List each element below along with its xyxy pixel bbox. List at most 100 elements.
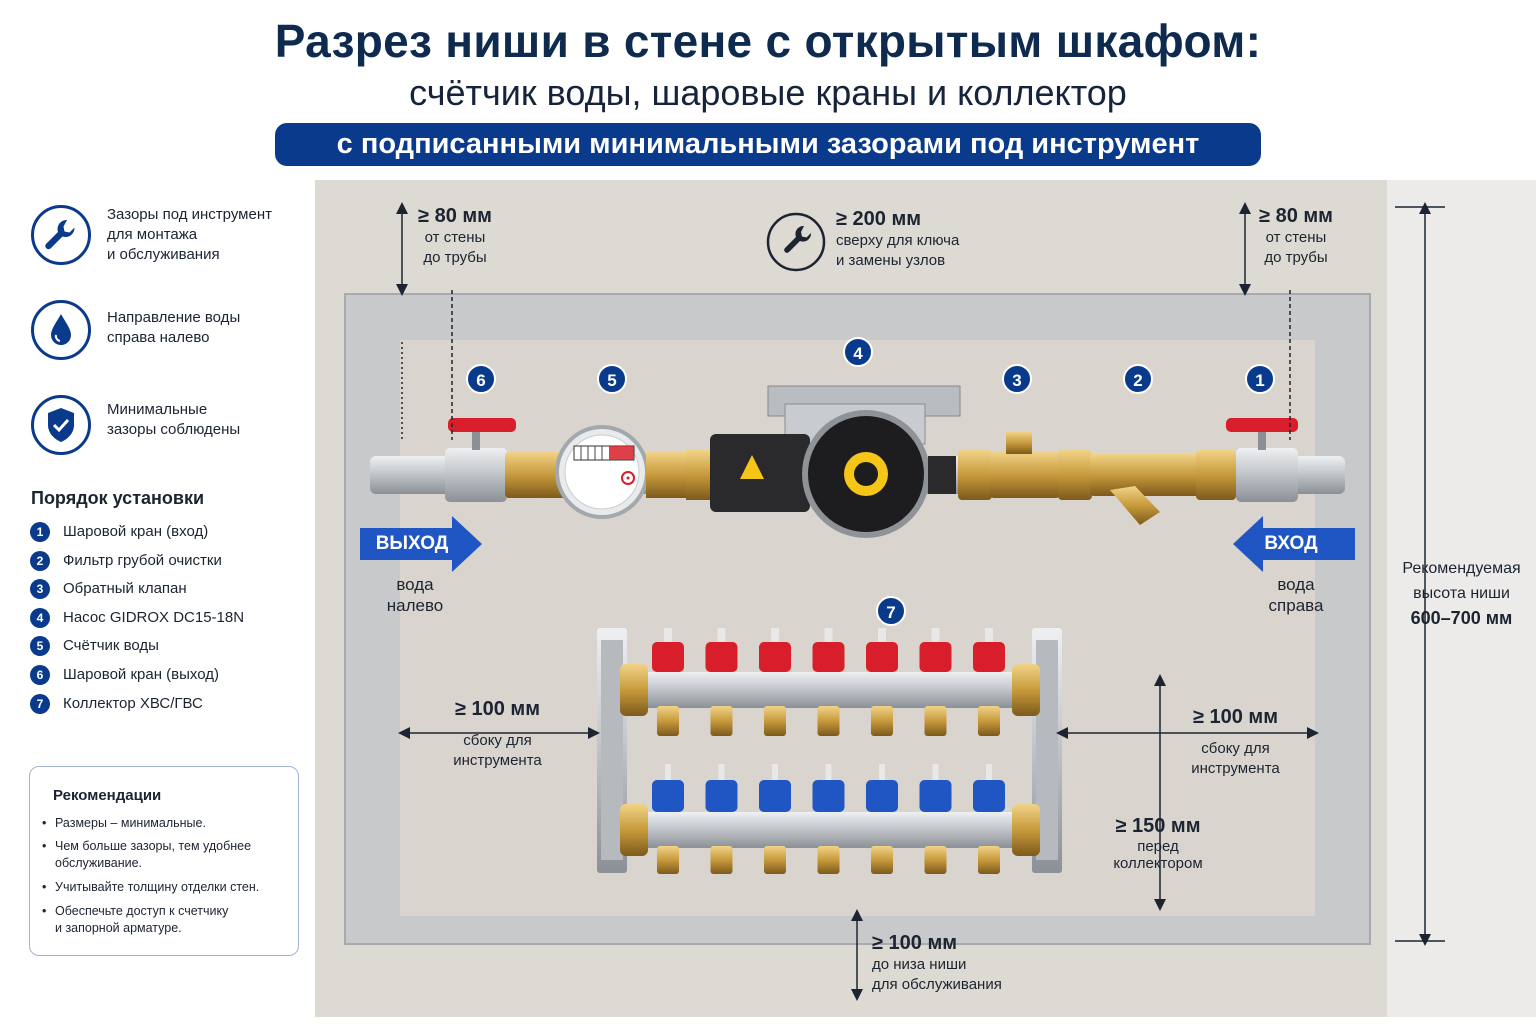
manifold-cold-bar — [620, 812, 1040, 848]
manifold-end-cap — [1012, 664, 1040, 716]
meter-digits — [580, 446, 603, 460]
valve-stem — [717, 628, 726, 644]
inlet-arrow-label: ВХОД — [1264, 533, 1318, 554]
valve-stem — [985, 628, 993, 644]
hot-valve-cap — [652, 642, 684, 672]
dim-text: сверху для ключа — [836, 232, 960, 249]
height-text-line: Рекомендуемая — [1402, 560, 1521, 577]
list-item: Чем больше зазоры, тем удобнееобслуживан… — [42, 838, 251, 872]
outlet-fitting — [764, 706, 786, 736]
recommendations-title: Рекомендации — [53, 787, 162, 804]
cold-valve-cap — [919, 780, 952, 812]
outlet-flow-text: вода налево — [375, 574, 455, 616]
manifold-bracket-left — [597, 628, 627, 873]
niche-height-label: Рекомендуемая высота ниши 600–700 мм — [1387, 556, 1536, 631]
step-label: Коллектор ХВС/ГВС — [63, 695, 203, 712]
dim-value: ≥ 100 мм — [872, 932, 958, 954]
dim-text: до трубы — [1264, 249, 1328, 266]
manifold-end-cap — [1012, 804, 1040, 856]
dim-text: сбоку для — [1201, 740, 1270, 757]
step-label: Фильтр грубой очистки — [63, 552, 222, 569]
cold-valve-cap — [866, 780, 898, 812]
hot-valve-cap — [759, 642, 791, 672]
inlet-flow-text: вода справа — [1256, 574, 1336, 616]
inlet-arrow — [1233, 516, 1355, 572]
dim-text: коллектором — [1113, 855, 1203, 872]
hot-valve-cap — [866, 642, 898, 672]
valve-stem — [718, 764, 725, 782]
legend-flow-line1: Направление воды — [107, 309, 241, 326]
hot-valve-cap — [919, 642, 952, 672]
callout-1: 1 — [1245, 364, 1275, 394]
outlet-fitting — [710, 706, 733, 736]
strainer-filter — [1090, 450, 1236, 525]
dim-label-top-right: ≥ 80 мм от стены до трубы — [1251, 204, 1341, 268]
step-number: 3 — [30, 579, 50, 599]
valve-stem — [931, 628, 940, 644]
cold-valve-cap — [973, 780, 1005, 812]
steps-title: Порядок установки — [31, 488, 205, 508]
ball-valve-outlet — [445, 418, 545, 502]
water-meter — [542, 425, 686, 519]
page-title: Разрез ниши в стене с открытым шкафом: — [274, 15, 1262, 67]
flow-text-line: вода — [396, 575, 434, 594]
callout-3: 3 — [1002, 364, 1032, 394]
rec-line: Размеры – минимальные. — [55, 816, 206, 830]
legend-clearance-line1: Минимальные — [107, 401, 208, 418]
valve-stem — [772, 764, 778, 782]
dim-text: и замены узлов — [836, 252, 946, 269]
callout-7: 7 — [876, 596, 906, 626]
dim-text: инструмента — [453, 752, 542, 769]
rec-line: Обеспечьте доступ к счетчику — [55, 904, 229, 918]
outlet-fitting — [657, 846, 679, 874]
outlet-fitting — [871, 846, 893, 874]
step-label: Насос GIDROX DC15-18N — [63, 609, 245, 626]
manifold-outlets — [652, 628, 1005, 874]
outlet-fitting — [817, 846, 840, 874]
valve-stem — [879, 764, 885, 782]
valve-stem — [664, 628, 672, 644]
height-text-line: высота ниши — [1413, 585, 1510, 602]
dim-label-bottom: ≥ 100 мм до низа ниши для обслуживания — [872, 931, 1002, 995]
manifold-end-cap — [620, 804, 648, 856]
hot-valve-cap — [812, 642, 845, 672]
manifold-end-cap — [620, 664, 648, 716]
outlet-fitting — [978, 706, 1000, 736]
callout-6: 6 — [466, 364, 496, 394]
legend-clearance-line2: зазоры соблюдены — [107, 421, 241, 438]
list-item: Учитывайте толщину отделки стен. — [42, 879, 259, 896]
rec-line: Учитывайте толщину отделки стен. — [55, 880, 260, 894]
step-number: 5 — [30, 636, 50, 656]
cold-valve-cap — [705, 780, 738, 812]
ball-valve-inlet — [1226, 418, 1298, 502]
list-item: Размеры – минимальные. — [42, 815, 206, 832]
outlet-fitting — [764, 846, 786, 874]
outlet-fitting — [710, 846, 733, 874]
callout-5: 5 — [597, 364, 627, 394]
step-number: 6 — [30, 665, 50, 685]
dim-text: сбоку для — [463, 732, 532, 749]
cold-valve-cap — [759, 780, 791, 812]
valve-stem — [825, 764, 832, 782]
water-drop-icon — [31, 300, 91, 360]
page-subtitle: счётчик воды, шаровые краны и коллектор — [409, 72, 1127, 113]
callout-2: 2 — [1123, 364, 1153, 394]
dim-value: ≥ 80 мм — [418, 205, 492, 227]
dim-text: до трубы — [423, 249, 487, 266]
outlet-fitting — [924, 846, 947, 874]
dim-text: для обслуживания — [872, 976, 1002, 993]
flow-text-line: справа — [1268, 596, 1324, 615]
legend-tools-line2: для монтажа — [107, 226, 198, 243]
legend-tools-line3: и обслуживания — [107, 246, 220, 263]
dim-value: ≥ 100 мм — [1192, 706, 1279, 728]
outlet-arrow — [360, 516, 482, 572]
outlet-fitting — [924, 706, 947, 736]
manifold-hot-bar — [620, 672, 1040, 708]
step-number: 7 — [30, 694, 50, 714]
legend-tools-line1: Зазоры под инструмент — [107, 206, 272, 223]
dim-value: ≥ 80 мм — [1259, 205, 1333, 227]
flow-text-line: вода — [1277, 575, 1315, 594]
dim-label-top-center: ≥ 200 мм сверху для ключа и замены узлов — [836, 207, 959, 271]
cold-valve-cap — [652, 780, 684, 812]
